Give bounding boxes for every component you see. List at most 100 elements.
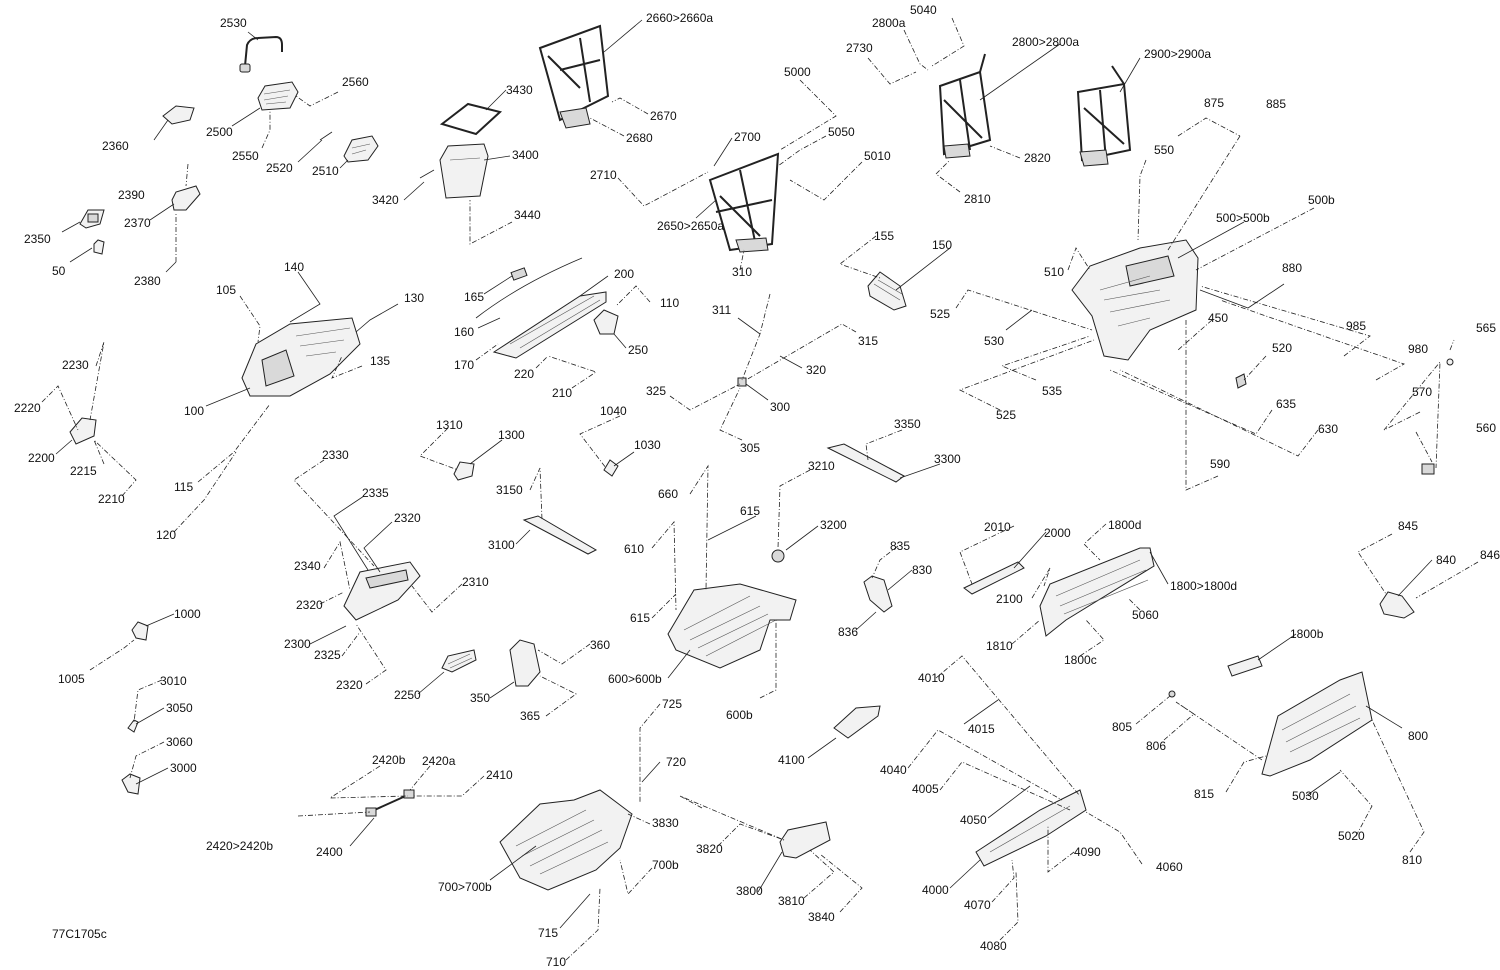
label-110: 110 xyxy=(660,296,679,310)
part-1300-cover xyxy=(453,461,475,481)
label-325: 325 xyxy=(646,384,666,398)
part-1800b-pad xyxy=(1227,655,1263,677)
part-1800-panel xyxy=(1039,547,1155,637)
label-3210: 3210 xyxy=(808,459,835,473)
label-630: 630 xyxy=(1318,422,1338,436)
label-365: 365 xyxy=(520,709,540,723)
label-2200: 2200 xyxy=(28,451,55,465)
label-4010: 4010 xyxy=(918,671,945,685)
label-4015: 4015 xyxy=(968,722,995,736)
label-3000: 3000 xyxy=(170,761,197,775)
label-2360: 2360 xyxy=(102,139,129,153)
part-2360-cover xyxy=(162,105,195,125)
label-5060: 5060 xyxy=(1132,608,1159,622)
label-170: 170 xyxy=(454,358,474,372)
diagram-reference-code: 77C1705c xyxy=(52,927,107,941)
label-165: 165 xyxy=(464,290,484,304)
label-3100: 3100 xyxy=(488,538,515,552)
label-2550: 2550 xyxy=(232,149,259,163)
part-3050-strap xyxy=(127,719,139,733)
label-5020: 5020 xyxy=(1338,829,1365,843)
part-840-bracket xyxy=(1379,591,1415,619)
label-2560: 2560 xyxy=(342,75,369,89)
label-2900: 2900>2900a xyxy=(1144,47,1211,61)
part-300-fastener xyxy=(737,377,747,387)
label-350: 350 xyxy=(470,691,490,705)
label-2310: 2310 xyxy=(462,575,489,589)
label-5050: 5050 xyxy=(828,125,855,139)
label-835: 835 xyxy=(890,539,910,553)
part-100-dashboard xyxy=(241,317,361,397)
label-155: 155 xyxy=(874,229,894,243)
label-500b: 500b xyxy=(1308,193,1335,207)
label-2320a: 2320 xyxy=(394,511,421,525)
label-2500: 2500 xyxy=(206,125,233,139)
label-3440: 3440 xyxy=(514,208,541,222)
label-2390: 2390 xyxy=(118,188,145,202)
label-2520: 2520 xyxy=(266,161,293,175)
label-4040: 4040 xyxy=(880,763,907,777)
part-2530-grab-handle xyxy=(239,35,283,73)
label-3150: 3150 xyxy=(496,483,523,497)
part-565-fastener xyxy=(1446,358,1454,366)
label-3010: 3010 xyxy=(160,674,187,688)
label-1800: 1800>1800d xyxy=(1170,579,1237,593)
label-3800: 3800 xyxy=(736,884,763,898)
label-220: 220 xyxy=(514,367,534,381)
label-600: 600>600b xyxy=(608,672,662,686)
part-2900-frame xyxy=(1076,65,1132,167)
label-1000: 1000 xyxy=(174,607,201,621)
label-600b: 600b xyxy=(726,708,753,722)
label-2820: 2820 xyxy=(1024,151,1051,165)
label-560: 560 xyxy=(1476,421,1496,435)
label-570: 570 xyxy=(1412,385,1432,399)
label-2325: 2325 xyxy=(314,648,341,662)
part-3200-grommet xyxy=(771,549,785,563)
label-710: 710 xyxy=(546,955,566,969)
part-520-clip xyxy=(1235,373,1247,389)
label-2300: 2300 xyxy=(284,637,311,651)
label-846: 846 xyxy=(1480,548,1500,562)
label-360: 360 xyxy=(590,638,610,652)
label-815: 815 xyxy=(1194,787,1214,801)
label-4050: 4050 xyxy=(960,813,987,827)
part-350-panel xyxy=(509,639,541,687)
label-2410: 2410 xyxy=(486,768,513,782)
label-510: 510 xyxy=(1044,265,1064,279)
label-5030: 5030 xyxy=(1292,789,1319,803)
part-2350-vent xyxy=(79,209,105,229)
label-885: 885 xyxy=(1266,97,1286,111)
label-4100: 4100 xyxy=(778,753,805,767)
label-3400: 3400 xyxy=(512,148,539,162)
label-880: 880 xyxy=(1282,261,1302,275)
label-2380: 2380 xyxy=(134,274,161,288)
label-140: 140 xyxy=(284,260,304,274)
label-2250: 2250 xyxy=(394,688,421,702)
label-210: 210 xyxy=(552,386,572,400)
label-3420: 3420 xyxy=(372,193,399,207)
label-4080: 4080 xyxy=(980,939,1007,953)
part-3420-screw xyxy=(419,169,435,179)
part-3430-gasket xyxy=(439,102,503,136)
part-3800-panel xyxy=(779,821,831,859)
callout-labels: 2530 2560 2500 2360 2550 2520 2510 2390 … xyxy=(14,3,1500,969)
label-635: 635 xyxy=(1276,397,1296,411)
label-2700: 2700 xyxy=(734,130,761,144)
label-2510: 2510 xyxy=(312,164,339,178)
label-2320c: 2320 xyxy=(336,678,363,692)
label-5040: 5040 xyxy=(910,3,937,17)
label-1300: 1300 xyxy=(498,428,525,442)
label-4000: 4000 xyxy=(922,883,949,897)
label-830: 830 xyxy=(912,563,932,577)
leader-lines xyxy=(41,17,1479,961)
label-1800d: 1800d xyxy=(1108,518,1141,532)
label-2660: 2660>2660a xyxy=(646,11,713,25)
label-200: 200 xyxy=(614,267,634,281)
label-2710: 2710 xyxy=(590,168,617,182)
part-2300-console xyxy=(343,561,421,621)
label-2650: 2650>2650a xyxy=(657,219,724,233)
label-615b: 615 xyxy=(630,611,650,625)
label-310: 310 xyxy=(732,265,752,279)
label-1810: 1810 xyxy=(986,639,1013,653)
label-2340: 2340 xyxy=(294,559,321,573)
